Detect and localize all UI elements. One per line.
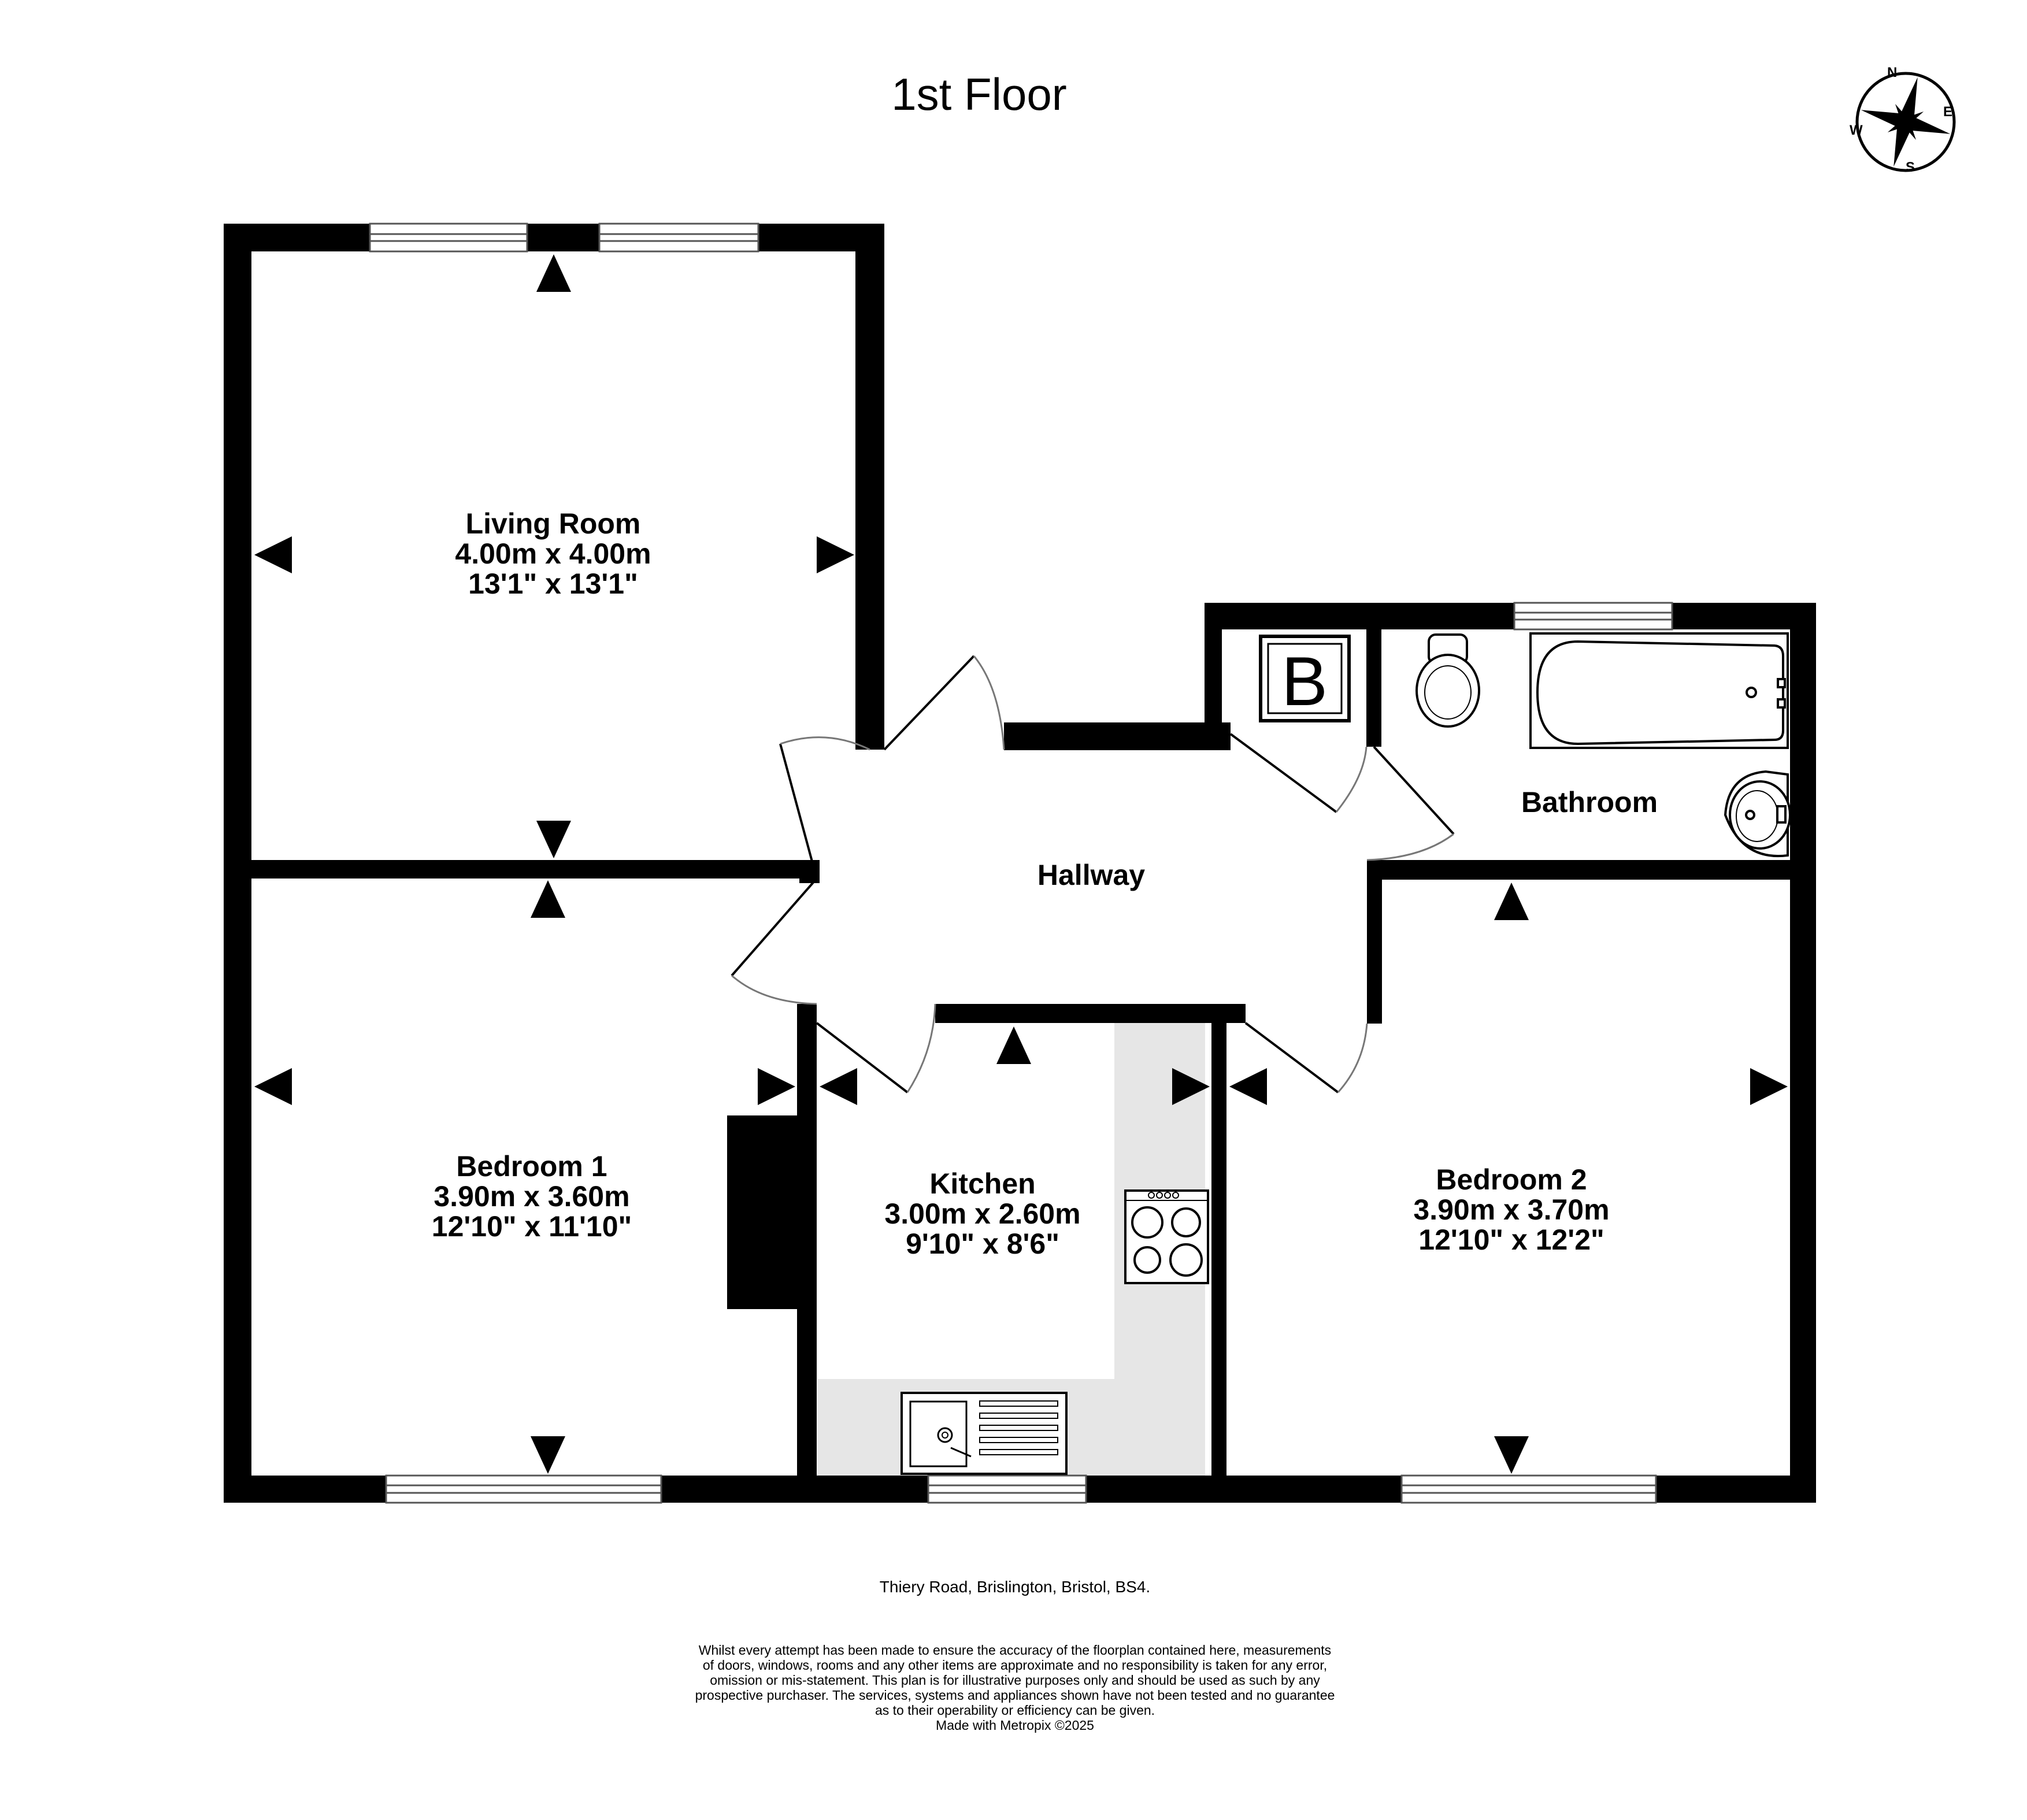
sink-drainer-icon: [901, 1392, 1068, 1475]
hob-icon: [1124, 1189, 1209, 1284]
room-living-room: Living Room 4.00m x 4.00m 13'1" x 13'1": [455, 509, 651, 599]
disclaimer-line: of doors, windows, rooms and any other i…: [702, 1658, 1328, 1673]
room-name: Living Room: [465, 507, 641, 540]
room-name: Bedroom 1: [456, 1150, 607, 1183]
arrow-living-top: [536, 254, 571, 292]
disclaimer-line: prospective purchaser. The services, sys…: [695, 1688, 1335, 1703]
door-bedroom-1: [731, 877, 818, 1005]
window-living-left: [369, 223, 528, 253]
disclaimer-line: omission or mis-statement. This plan is …: [710, 1673, 1320, 1688]
arrow-bed1-top: [531, 880, 565, 918]
room-name: Kitchen: [929, 1167, 1036, 1200]
room-imperial: 12'10" x 12'2": [1418, 1224, 1604, 1256]
compass-south: S: [1906, 160, 1915, 175]
arrow-bed1-bottom: [531, 1436, 565, 1474]
arrow-living-left: [254, 536, 292, 573]
room-metric: 3.00m x 2.60m: [884, 1198, 1081, 1230]
compass-west: W: [1850, 123, 1863, 138]
arrow-bed1-right: [758, 1068, 795, 1105]
arrow-bed2-left: [1229, 1068, 1267, 1105]
arrow-kitchen-top: [996, 1026, 1031, 1064]
arrow-kitchen-right: [1172, 1068, 1210, 1105]
toilet-icon: [1415, 633, 1480, 728]
window-kitchen: [927, 1474, 1087, 1504]
disclaimer-credit: Made with Metropix ©2025: [936, 1718, 1094, 1733]
measurement-arrows: [254, 254, 1788, 1474]
door-bedroom-2: [1244, 1022, 1368, 1094]
disclaimer: Whilst every attempt has been made to en…: [0, 1643, 2027, 1733]
bathroom-fixtures: [1415, 632, 1791, 858]
room-name: Bathroom: [1521, 786, 1658, 818]
room-metric: 3.90m x 3.70m: [1413, 1193, 1610, 1226]
bath-icon: [1529, 632, 1789, 749]
room-kitchen: Kitchen 3.00m x 2.60m 9'10" x 8'6": [884, 1169, 1080, 1259]
room-metric: 3.90m x 3.60m: [433, 1180, 630, 1213]
window-bedroom1: [385, 1474, 662, 1504]
door-bathroom: [1366, 746, 1455, 861]
room-hallway: Hallway: [1037, 860, 1145, 890]
arrow-living-bottom: [536, 821, 571, 858]
door-cupboard: [1229, 733, 1368, 813]
arrow-kitchen-left: [820, 1068, 857, 1105]
arrow-bed2-bottom: [1494, 1436, 1529, 1474]
room-bathroom: Bathroom: [1521, 787, 1658, 817]
disclaimer-line: as to their operability or efficiency ca…: [874, 1703, 1155, 1718]
arrow-bed2-right: [1750, 1068, 1788, 1105]
arrow-bed2-top: [1494, 883, 1529, 920]
compass-east: E: [1943, 104, 1953, 120]
window-living-right: [598, 223, 759, 253]
doors: [731, 655, 1455, 1094]
disclaimer-line: Whilst every attempt has been made to en…: [698, 1643, 1332, 1658]
sink-icon: [1724, 770, 1791, 858]
compass-icon: [1855, 72, 1956, 172]
floor-title: 1st Floor: [891, 69, 1067, 120]
kitchen-fixtures: [901, 1189, 1209, 1475]
window-bedroom2: [1400, 1474, 1657, 1504]
room-bedroom-1: Bedroom 1 3.90m x 3.60m 12'10" x 11'10": [432, 1151, 632, 1241]
property-address: Thiery Road, Brislington, Bristol, BS4.: [879, 1578, 1151, 1596]
room-imperial: 13'1" x 13'1": [468, 568, 638, 600]
windows: [369, 223, 1673, 1504]
door-kitchen: [816, 1003, 936, 1094]
room-name: Hallway: [1037, 859, 1146, 891]
arrow-living-right: [817, 536, 854, 573]
room-imperial: 9'10" x 8'6": [906, 1228, 1059, 1260]
compass-north: N: [1887, 65, 1898, 80]
room-name: Bedroom 2: [1436, 1163, 1587, 1196]
door-living-room: [883, 655, 1005, 751]
arrow-bed1-left: [254, 1068, 292, 1105]
window-bathroom: [1513, 602, 1673, 631]
room-bedroom-2: Bedroom 2 3.90m x 3.70m 12'10" x 12'2": [1413, 1165, 1609, 1255]
boiler-label: B: [1281, 643, 1328, 720]
room-imperial: 12'10" x 11'10": [431, 1210, 632, 1243]
door-living-room-2: [779, 736, 870, 879]
room-metric: 4.00m x 4.00m: [455, 538, 651, 570]
boiler-cupboard: B: [1259, 635, 1351, 722]
walls: [224, 224, 1816, 1503]
